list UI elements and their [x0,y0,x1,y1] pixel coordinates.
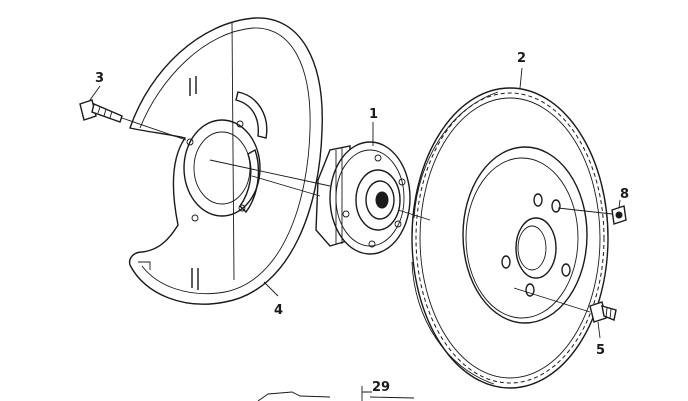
splash-shield [128,17,323,305]
callout-1: 1 [369,107,378,122]
callout-5: 5 [596,343,605,358]
stud-5 [589,301,617,323]
screw-8 [611,205,627,225]
bolt-3 [79,99,123,123]
callout-4: 4 [274,303,283,318]
leader-lines [89,67,621,339]
callout-29: 29 [372,380,390,395]
callout-3: 3 [95,71,104,86]
partial-part-29 [257,386,415,401]
brake-disc [411,87,609,389]
assembly-lines [121,117,613,313]
callout-8: 8 [620,187,629,202]
callout-2: 2 [517,51,526,66]
wheel-hub [315,141,411,255]
